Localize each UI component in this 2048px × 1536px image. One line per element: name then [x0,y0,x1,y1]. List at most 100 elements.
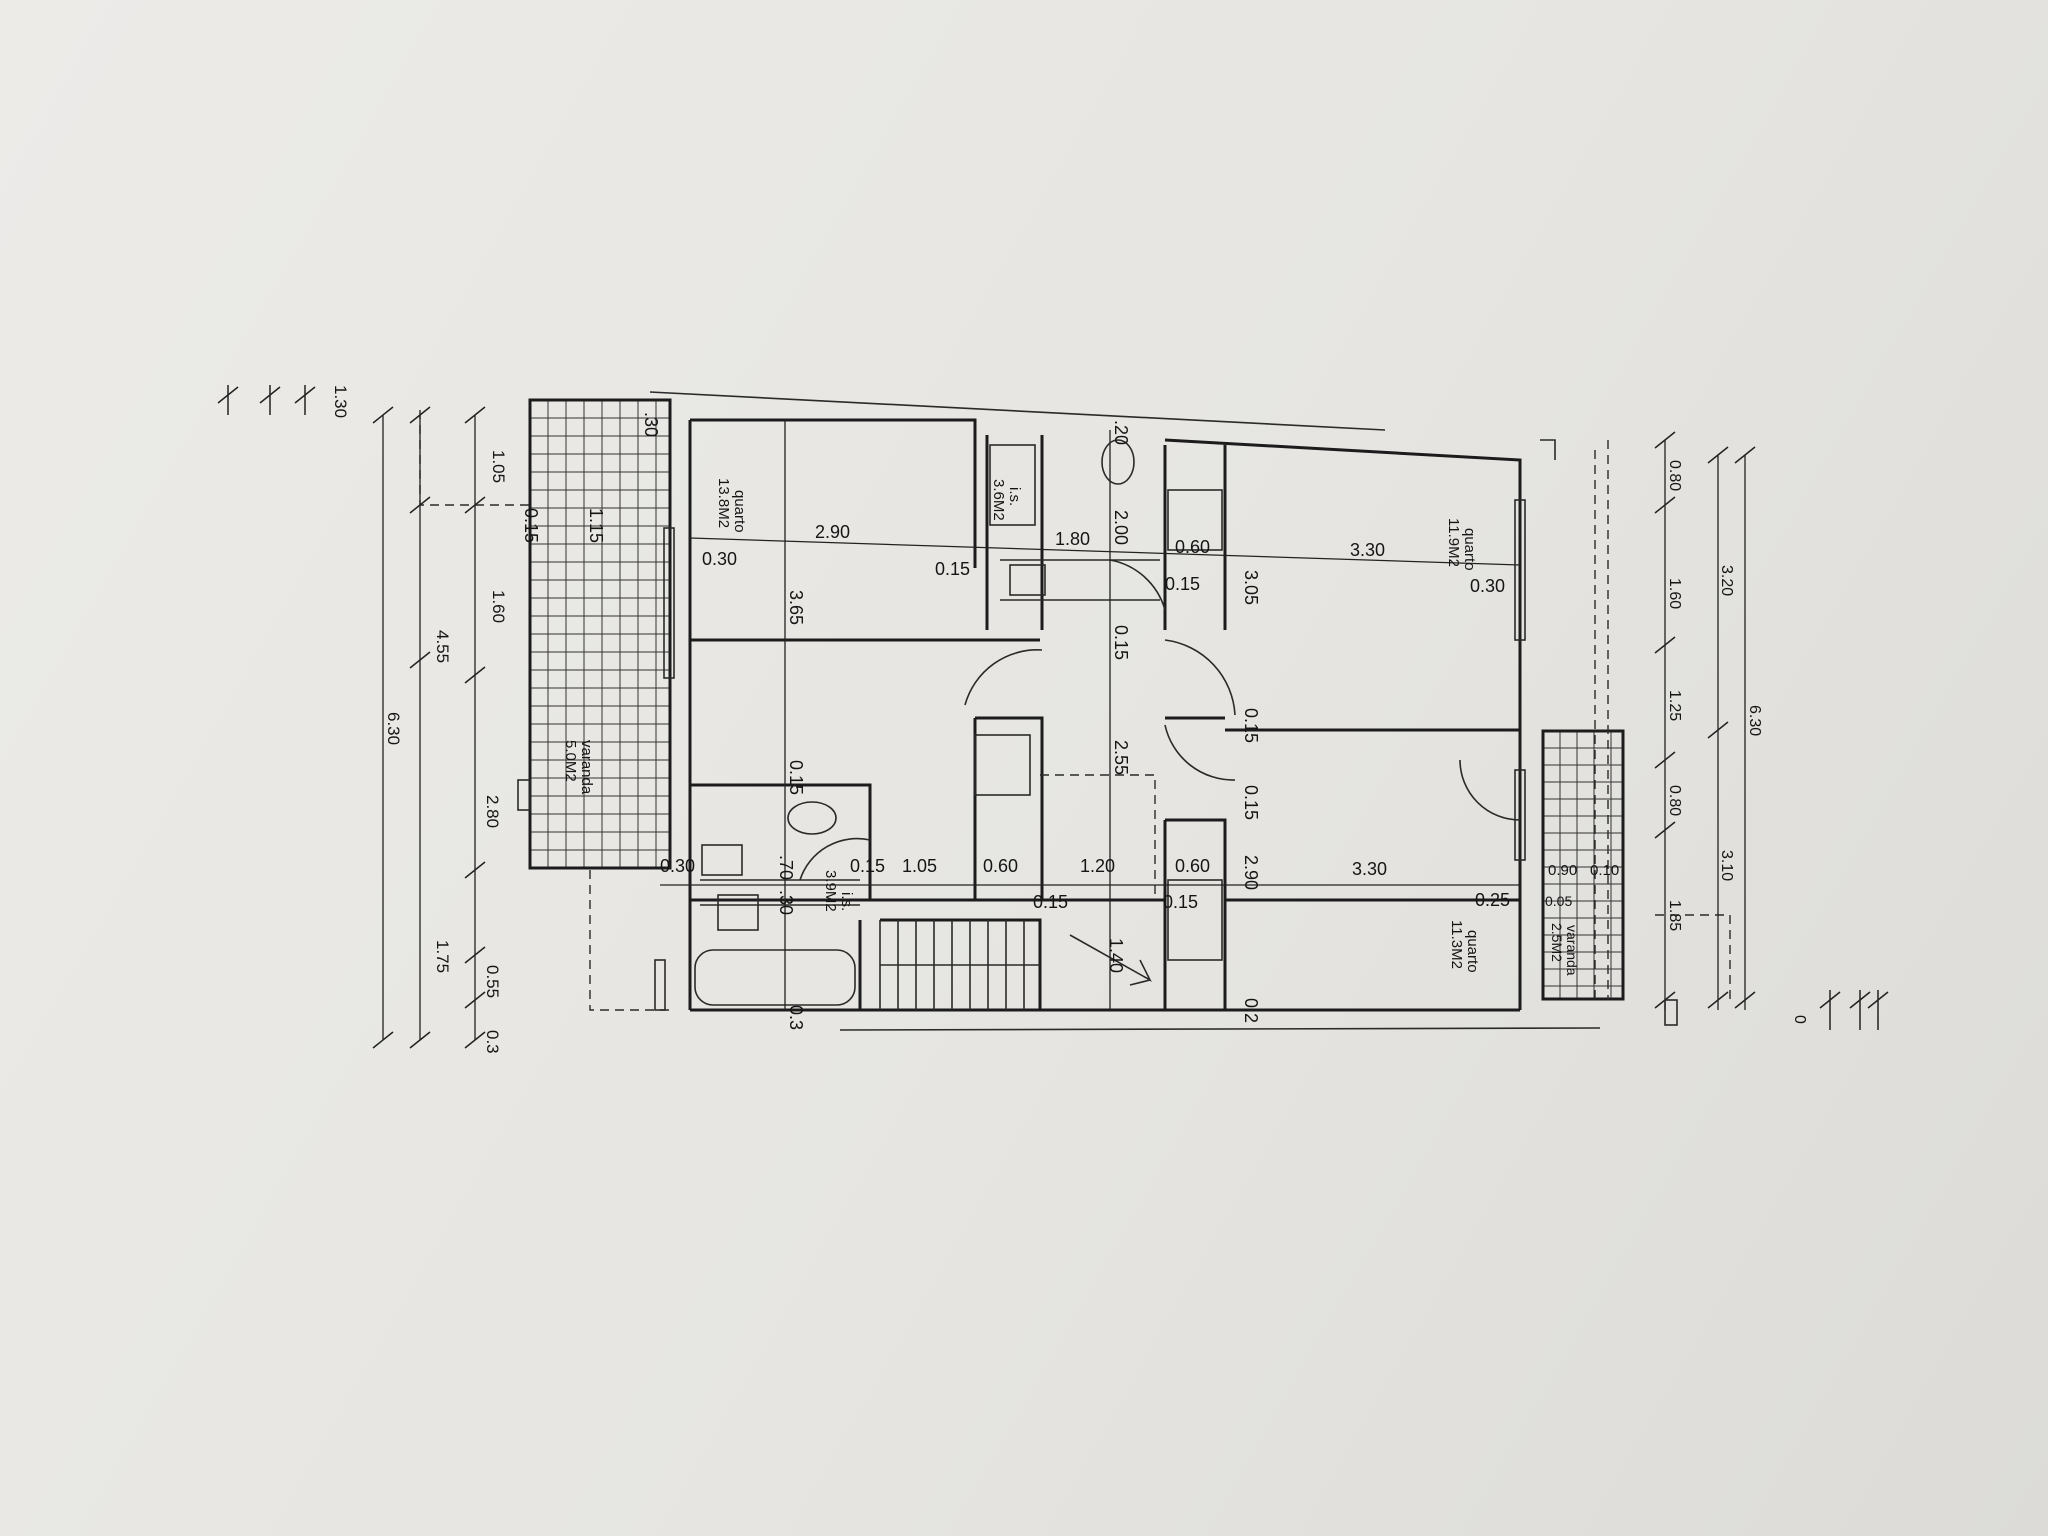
room-label-is-bottom: i.s. 3.9M2 [822,870,855,912]
dim-right-outer-zero: 0 [1791,1015,1808,1024]
room-label-quarto-ne: quarto 11.9M2 [1445,518,1478,571]
room-label-quarto-nw: quarto 13.8M2 [715,478,748,533]
varanda-east-outline [1541,729,1625,1001]
dim-1-20: 1.20 [1080,856,1115,876]
window-quarto-se [1514,769,1526,861]
dim-0-15c: 0.15 [1165,574,1200,594]
is-bottom-sink-icon [701,844,743,876]
dashed-outline-sw [589,870,670,1011]
dim-3-05: 3.05 [1241,570,1261,605]
dim-right-mid-a: 3.20 [1718,565,1735,596]
room-name: varanda [1564,925,1580,976]
dashed-outline-se [1655,914,1731,1000]
dim-tick [372,406,394,424]
dim-right-inner-c: 1.25 [1666,690,1683,721]
dim-0-30-top: .30 [641,412,661,437]
room-area: 3.9M2 [822,870,839,912]
dim-0-30a: 0.30 [702,549,737,569]
is-top-tile-lines [1000,559,1160,601]
dim-left-mid-c: 0.55 [483,965,502,998]
dim-0-2: 0.2 [1241,998,1261,1023]
varanda-west-outline [528,398,672,870]
room-name: quarto [1464,930,1481,973]
wall-north-east [1164,438,1522,1010]
door-arc-varanda-e [1459,759,1521,821]
varanda-west-drain [517,779,531,811]
dim-tick [1819,991,1841,1009]
dim-2-90: 2.90 [815,522,850,542]
room-label-varanda-e: varanda 2.5M2 [1549,923,1580,976]
dim-tick [217,386,239,404]
door-arc-is-top [1109,559,1166,611]
outer-roofline-north [649,391,1386,431]
staircase [879,920,1040,1010]
room-area: 3.6M2 [990,479,1007,521]
dim-1-40: 1.40 [1106,938,1126,973]
dim-0-60a: 0.60 [1175,537,1210,557]
closet-se-shelf [1167,879,1223,961]
dim-left-inner-c: 2.80 [483,795,502,828]
dim-0-15h: 0.15 [1033,892,1068,912]
dim-tick [464,861,486,879]
dim-0-60b: 0.60 [983,856,1018,876]
dim-right-outer-total: 6.30 [1746,705,1763,736]
dim-tick [464,406,486,424]
wall-hall-west [975,716,1044,900]
dim-right-inner-d: 0.80 [1666,785,1683,816]
is-top-sink-icon [1009,564,1046,596]
dim-0-15d: 0.15 [1111,625,1131,660]
varanda-east-tiles [1543,731,1623,999]
dim-0-3: 0.3 [786,1005,806,1030]
window-quarto-ne [1514,499,1526,641]
room-label-varanda-w: varanda 5.0M2 [562,740,595,795]
varanda-west-tiles [530,400,670,868]
dim-tick [464,1031,486,1049]
dim-left-outer-total: 6.30 [384,712,403,745]
corner-mark-se [1664,999,1678,1026]
room-label-is-top: i.s. 3.6M2 [990,479,1023,521]
dim-3-30b: 3.30 [1352,859,1387,879]
dashed-hall-area [1040,774,1156,900]
dim-tick [409,406,431,424]
closet-hall-shelf [974,734,1031,796]
is-top-tub [989,444,1036,526]
dim-tick [372,1031,394,1049]
dimension-ticks [217,385,1889,1049]
dim-0-15j: 0.15 [1241,785,1261,820]
dim-tick [409,496,431,514]
is-bottom-toilet-icon [787,801,837,835]
dim-0-15g: 0.15 [850,856,885,876]
room-area: 5.0M2 [562,740,579,782]
dim-0-05: 0.05 [1545,893,1572,909]
closet-ne-shelf [1167,489,1223,551]
dim-20: .20 [1111,420,1131,445]
dim-0-30c: 0.30 [660,856,695,876]
dim-1-05: 1.05 [902,856,937,876]
dim-left-mid-b: 1.75 [433,940,452,973]
dim-tick [294,386,316,404]
outer-roofline-south [839,1027,1601,1031]
dim-left-outer-top: 1.30 [331,385,350,418]
dashed-outline-east [1594,440,1609,1000]
wall-closet-se [1165,818,1227,1010]
dim-right-inner-e: 1.85 [1666,900,1683,931]
dim-2-00: 2.00 [1111,510,1131,545]
window-quarto-nw [663,527,675,679]
dim-70: .70 [776,855,796,880]
room-label-quarto-se: quarto 11.3M2 [1448,920,1481,973]
dim-2-55: 2.55 [1111,740,1131,775]
dim-tick [409,1031,431,1049]
room-name: quarto [731,490,748,533]
room-area: 2.5M2 [1549,923,1565,962]
door-arc-quarto-ne [1164,639,1236,716]
door-arc-is-bottom [799,837,871,881]
dim-0-60c: 0.60 [1175,856,1210,876]
dim-left-inner-d: 0.3 [483,1030,502,1054]
dim-1-15: 1.15 [586,508,606,543]
dim-tick [409,651,431,669]
dim-2-90b: 2.90 [1241,855,1261,890]
room-name: i.s. [1006,487,1023,506]
dim-0-90: 0.90 [1548,862,1577,879]
